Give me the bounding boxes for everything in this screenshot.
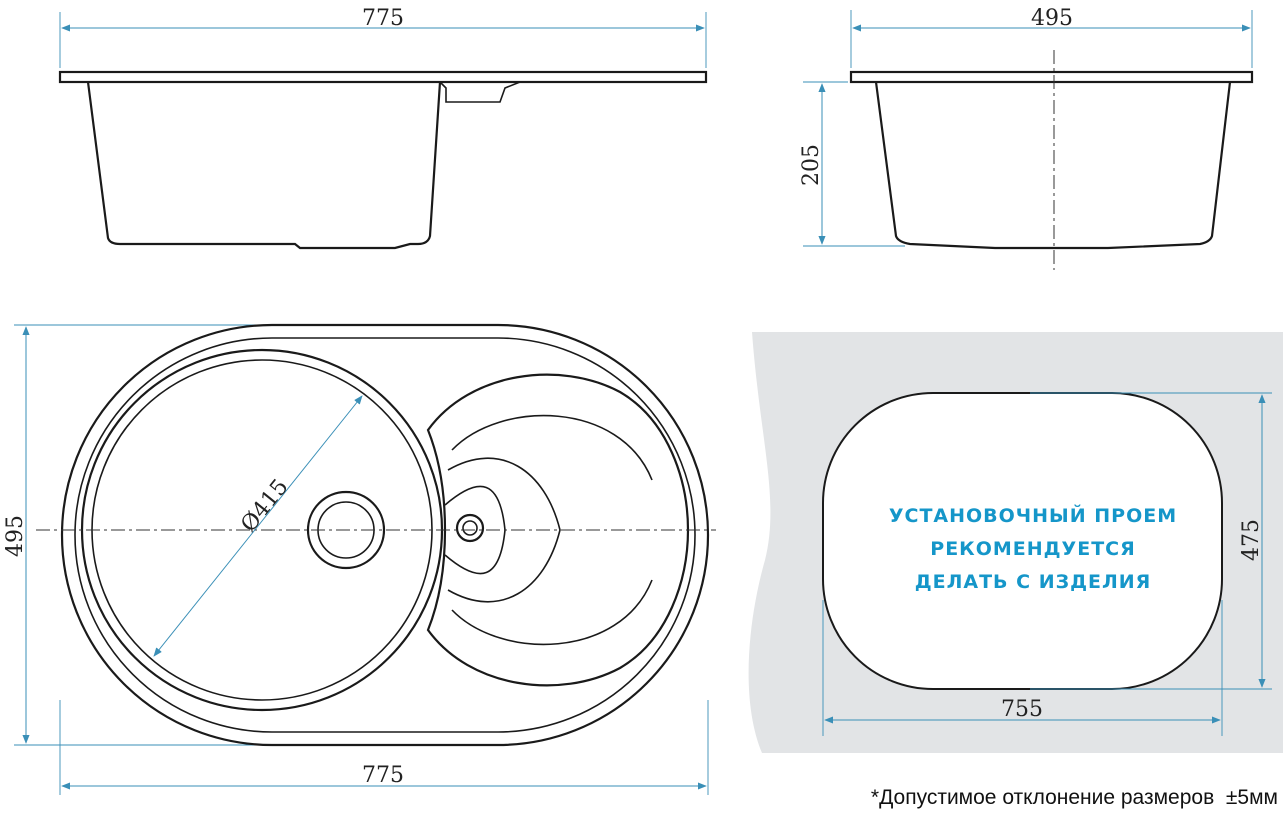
secondary-bowl-outline — [426, 373, 690, 687]
side-rim — [849, 70, 1254, 84]
front-bowl-body — [86, 81, 442, 250]
front-rim — [58, 70, 708, 84]
plan-inner-rim — [74, 337, 696, 733]
bowl-diameter-label: Ø415 — [236, 475, 293, 537]
plan-outer-rim — [60, 323, 710, 747]
plan-height-label: 495 — [3, 515, 28, 557]
bowl-diameter-dimension-line — [153, 395, 363, 657]
secondary-drain — [455, 513, 485, 543]
side-width-label: 495 — [1031, 6, 1073, 31]
cutout-note-line3: ДЕЛАТЬ С ИЗДЕЛИЯ — [915, 571, 1152, 593]
drainer-ridge-1 — [451, 414, 653, 481]
cutout-template-view: УСТАНОВОЧНЫЙ ПРОЕМ РЕКОМЕНДУЕТСЯ ДЕЛАТЬ … — [748, 332, 1283, 753]
cutout-height-label: 475 — [1239, 519, 1264, 561]
cutout-outline — [822, 392, 1223, 690]
drainer-ridge-3 — [447, 457, 561, 603]
plan-view: 495 775 Ø415 — [3, 323, 716, 795]
drainer-ridge-2 — [451, 579, 653, 646]
front-length-label: 775 — [362, 6, 404, 31]
tolerance-footnote: *Допустимое отклонение размеров ±5мм — [871, 786, 1278, 809]
front-elevation-view: 775 — [58, 6, 708, 250]
front-drain-ledge — [439, 81, 521, 103]
side-bowl-body — [874, 81, 1232, 250]
side-elevation-view: 495 205 — [799, 6, 1254, 270]
plan-length-label: 775 — [362, 763, 404, 788]
depth-label: 205 — [799, 144, 824, 186]
cutout-note-line2: РЕКОМЕНДУЕТСЯ — [930, 538, 1135, 560]
cutout-note-line1: УСТАНОВОЧНЫЙ ПРОЕМ — [889, 504, 1177, 527]
secondary-drain-inner — [462, 520, 478, 536]
cutout-width-label: 755 — [1001, 697, 1043, 722]
